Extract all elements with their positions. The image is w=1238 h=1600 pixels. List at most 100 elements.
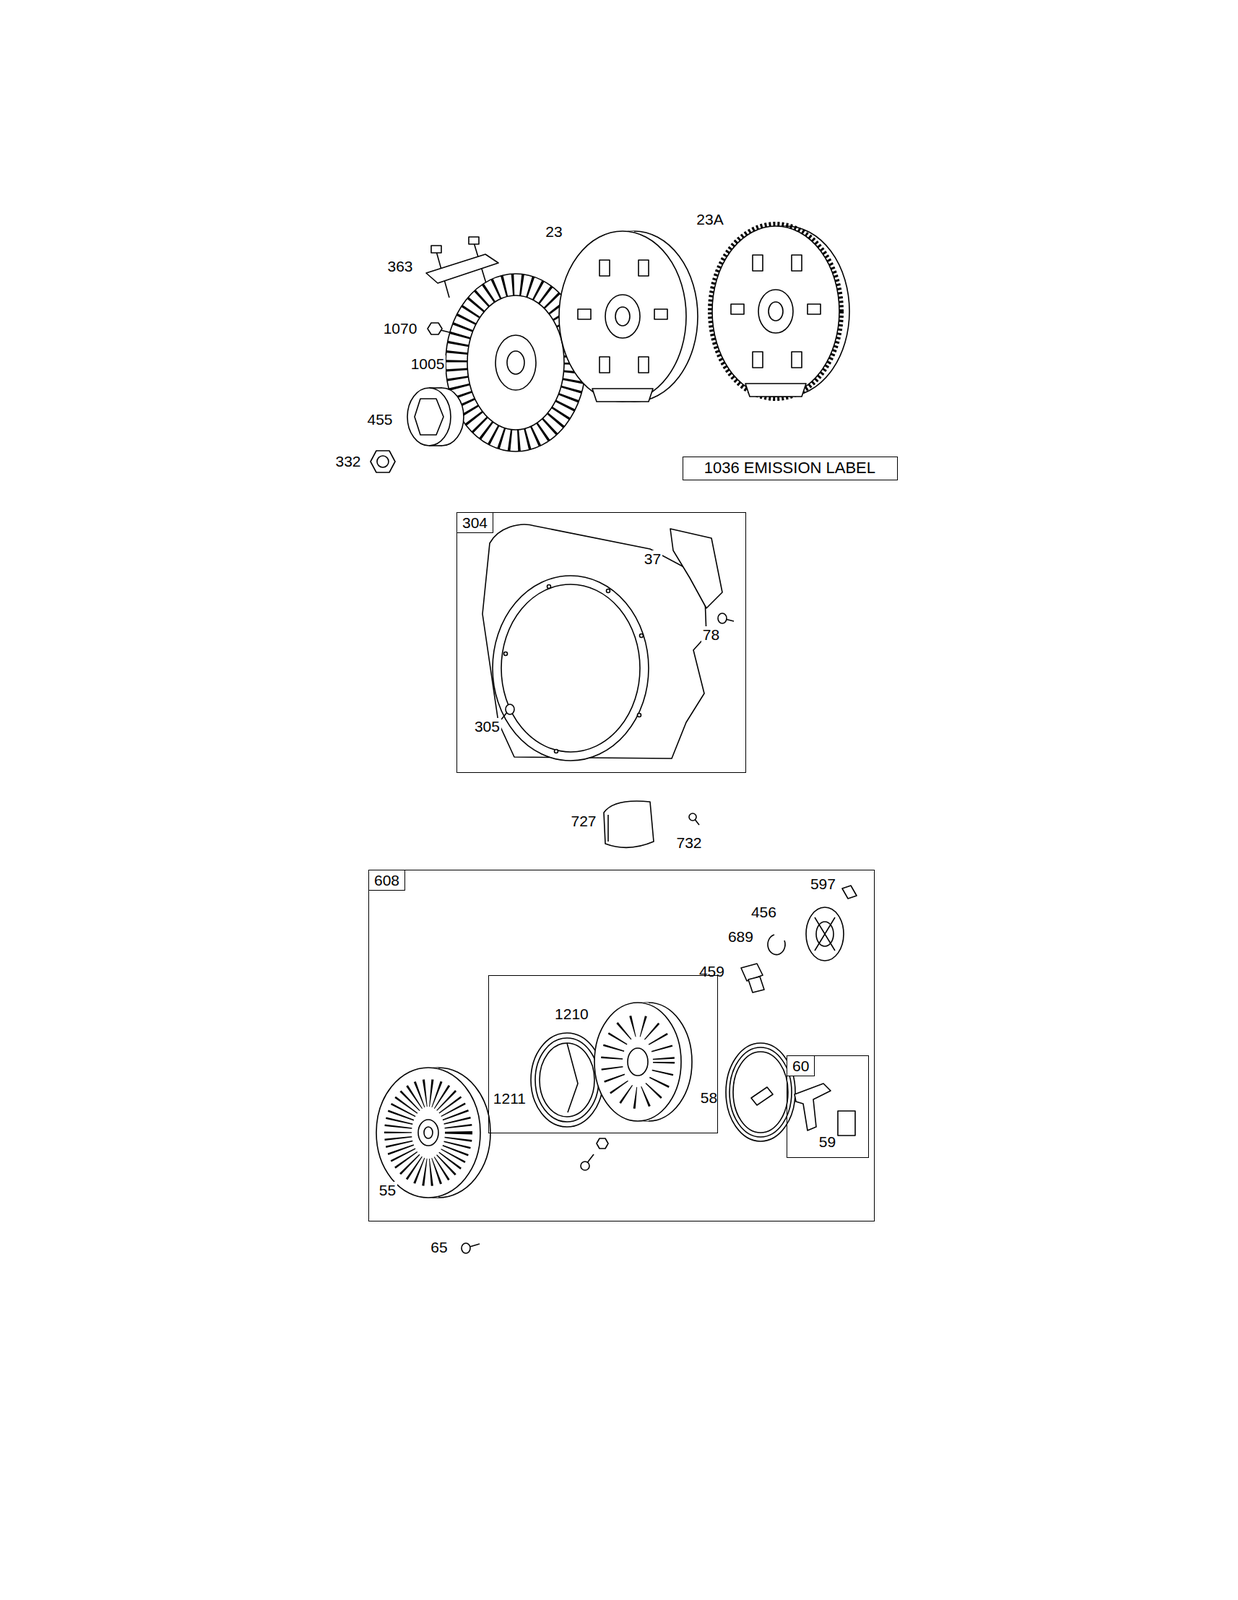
parts-box: 304 37 78 305 [456, 512, 747, 773]
flywheel-hole [638, 356, 649, 373]
box-tab-number: 60 [787, 1055, 815, 1077]
flywheel-front [712, 226, 840, 397]
parts-box: 1036 EMISSION LABEL [682, 456, 898, 481]
callout-number: 65 [429, 1238, 449, 1256]
callout-number: 332 [333, 452, 362, 470]
screw-head [689, 813, 697, 821]
nut-bore [377, 455, 389, 468]
callout-number: 456 [749, 903, 778, 921]
callout-number: 363 [385, 257, 414, 275]
callout-number: 58 [699, 1089, 719, 1106]
pawl [748, 976, 765, 993]
screw-head [461, 1243, 471, 1254]
fan-fins [456, 284, 575, 441]
retainer-arms [814, 917, 835, 951]
screw-head [717, 613, 727, 624]
starter-housing-front [376, 1067, 481, 1198]
spring-coil [733, 1051, 789, 1133]
flywheel-front [559, 231, 687, 402]
callout-number: 23A [694, 210, 725, 228]
flywheel-hole [807, 304, 821, 315]
fan-ring [467, 295, 565, 430]
retainer [806, 907, 844, 961]
callout-number: 597 [808, 875, 838, 893]
flywheel-hub [605, 294, 640, 339]
spring-hook [751, 1087, 773, 1106]
starter-housing-hub [418, 1119, 439, 1146]
cover-edge [607, 814, 609, 842]
callout-number: 459 [697, 962, 726, 980]
callout-number: 455 [365, 410, 394, 428]
housing-opening-rim [501, 584, 640, 752]
housing-hole [606, 589, 611, 593]
flywheel-hole [791, 351, 802, 368]
callout-number: 78 [701, 626, 721, 643]
pulley-spokes [611, 1025, 664, 1098]
callout-number: 23 [543, 223, 564, 240]
flywheel-hub [758, 289, 794, 333]
emission-label-text: 1036 EMISSION LABEL [702, 459, 877, 477]
spring-end [566, 1042, 578, 1113]
housing-hole [637, 713, 642, 718]
pulley-hub [627, 1048, 648, 1076]
parts-box: 608 597 456 689459 58 55 1210 1211 60 59 [368, 869, 875, 1222]
parts-box: 1210 1211 [488, 975, 718, 1134]
flywheel-hole [599, 260, 610, 276]
housing-hole [639, 634, 644, 638]
flywheel-hole [752, 254, 763, 271]
bolt-head [427, 322, 443, 335]
callout-number: 59 [817, 1133, 838, 1150]
fan-hub [495, 335, 536, 391]
nut [596, 1138, 609, 1149]
screw [842, 885, 857, 899]
nut [370, 450, 396, 473]
callout-number: 689 [726, 928, 755, 945]
callout-number: 1211 [491, 1089, 528, 1107]
flywheel-hole [599, 356, 610, 373]
callout-number: 1070 [382, 319, 419, 337]
flywheel-hole [577, 309, 591, 320]
spring-coil [535, 1037, 599, 1122]
flywheel-hole [654, 309, 668, 320]
cup-socket [414, 398, 444, 435]
flywheel-hole [752, 351, 763, 368]
bolt-head [431, 245, 442, 253]
spring-coil [539, 1042, 595, 1117]
flywheel-hole [638, 260, 649, 276]
housing-hole [554, 749, 559, 754]
flywheel-bore [615, 306, 630, 326]
starter-housing-bore [423, 1126, 433, 1139]
pulley-front [594, 1002, 682, 1121]
spring-coil [729, 1047, 792, 1137]
flywheel-hole [730, 304, 744, 315]
flywheel-magnet [745, 383, 807, 397]
callout-number: 37 [642, 550, 663, 567]
bolt-head [468, 236, 479, 245]
cover [603, 801, 654, 848]
handle [794, 1083, 831, 1131]
fan-bore [507, 351, 525, 375]
flywheel-bore [768, 301, 783, 321]
box-tab-number: 608 [369, 870, 406, 891]
clip [767, 934, 786, 955]
flywheel-magnet [592, 388, 653, 402]
callout-number: 1210 [553, 1005, 591, 1023]
screw-head [580, 1161, 590, 1171]
callout-number: 1005 [409, 355, 447, 372]
housing-opening [492, 575, 649, 761]
ring-gear-teeth [710, 223, 842, 399]
starter-housing-fins [397, 1092, 459, 1173]
box-tab-number: 304 [457, 512, 494, 534]
screw-head [505, 704, 515, 715]
housing-hole [547, 585, 552, 589]
flywheel-hole [791, 254, 802, 271]
callout-number: 55 [377, 1181, 398, 1199]
housing-hole [504, 652, 508, 656]
spring-coil [725, 1042, 796, 1142]
bracket [426, 254, 499, 284]
air-guide-plate [670, 528, 723, 609]
callout-number: 727 [569, 812, 598, 830]
callout-number: 305 [473, 717, 502, 735]
